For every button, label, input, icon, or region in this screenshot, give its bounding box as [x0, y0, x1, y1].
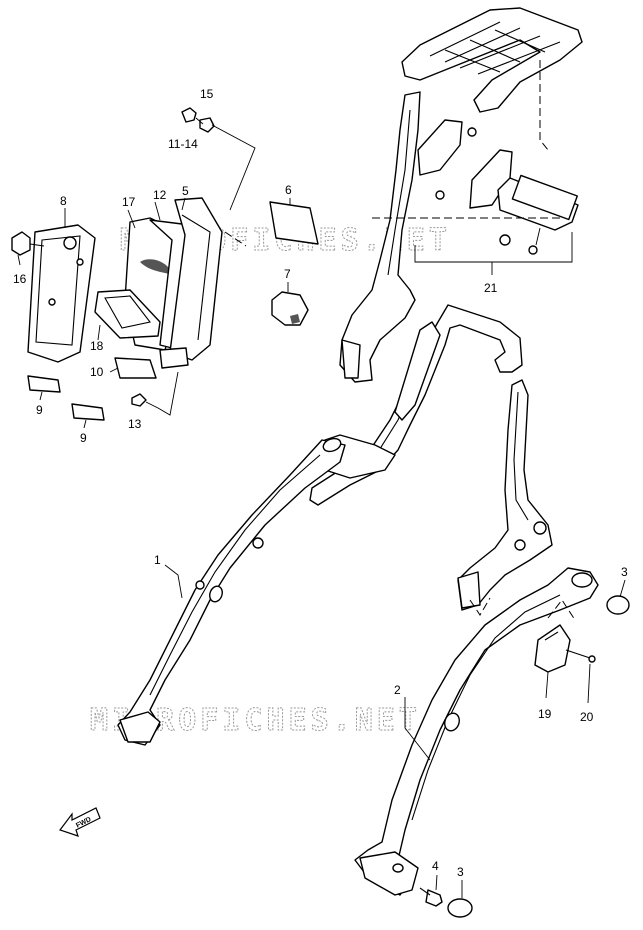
callout-1: 1 [154, 553, 161, 567]
callout-9-upper: 9 [36, 403, 43, 417]
bulb-16 [11, 231, 31, 256]
screw-13 [131, 393, 147, 407]
callout-19: 19 [538, 707, 552, 721]
callout-7: 7 [284, 267, 291, 281]
fwd-direction-badge: FWD [59, 807, 101, 837]
callout-12: 12 [153, 188, 167, 202]
screw-20 [565, 649, 591, 659]
callout-10: 10 [90, 365, 104, 379]
carrier-bracket-upper [417, 119, 463, 176]
pad-9-lower [71, 403, 105, 421]
callout-21: 21 [484, 281, 498, 295]
cap-3-lower [447, 898, 473, 918]
callout-13: 13 [128, 417, 142, 431]
bolt-4 [425, 889, 443, 907]
callout-8: 8 [60, 194, 67, 208]
nut-15 [199, 117, 215, 133]
callout-3-lower: 3 [457, 865, 464, 879]
pad-9-upper [27, 375, 61, 393]
cap-3-upper [606, 595, 630, 615]
callout-20: 20 [580, 710, 594, 724]
carrier-support-arm [339, 91, 421, 383]
reflector-6 [269, 201, 319, 245]
callout-3-upper: 3 [621, 565, 628, 579]
socket-7 [271, 291, 309, 326]
callout-2: 2 [394, 683, 401, 697]
clamp-19 [534, 624, 571, 673]
callout-17: 17 [122, 195, 136, 209]
pad-10 [114, 357, 157, 379]
callout-16: 16 [13, 272, 27, 286]
bracket-18 [94, 289, 161, 339]
callout-4: 4 [432, 859, 439, 873]
callout-18: 18 [90, 339, 104, 353]
frame-tube-left [117, 439, 346, 746]
callout-15: 15 [200, 87, 214, 101]
bolt-11-14 [181, 107, 197, 123]
callout-6: 6 [285, 183, 292, 197]
luggage-carrier [401, 7, 583, 113]
callout-5: 5 [182, 184, 189, 198]
frame-rear-upright [457, 379, 553, 611]
callout-9-lower: 9 [80, 431, 87, 445]
callout-11-14: 11-14 [168, 137, 198, 151]
